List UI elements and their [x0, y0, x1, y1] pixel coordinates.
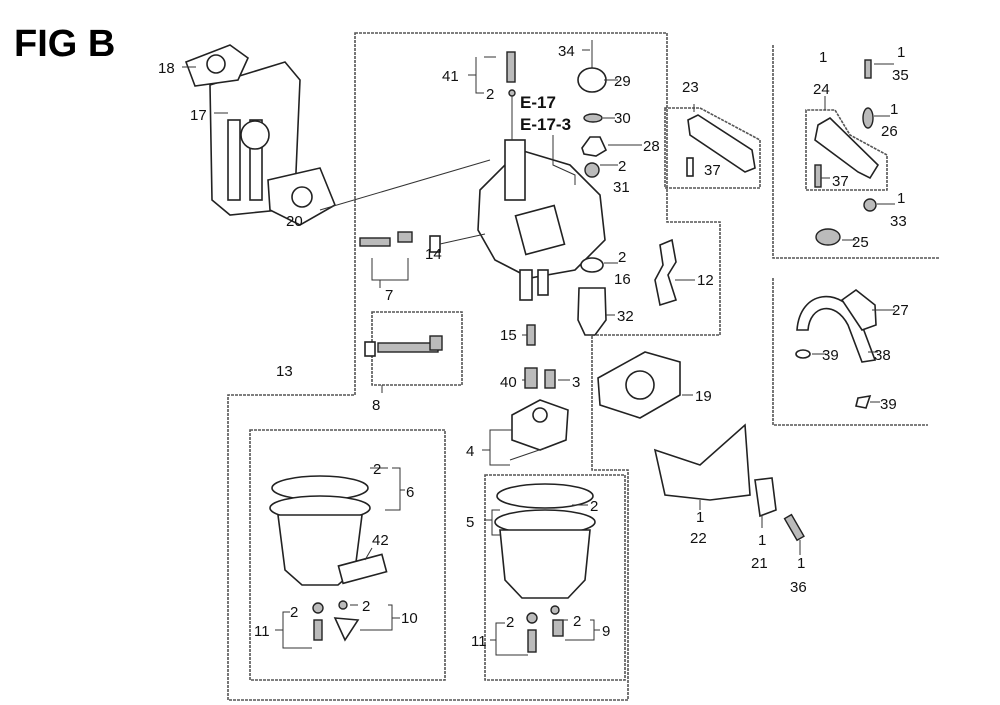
callout-label: 19 [695, 388, 712, 405]
breather-tube-parts [795, 288, 877, 409]
callout-label: 16 [614, 271, 631, 288]
choke-parts-29-34 [577, 40, 608, 178]
gasket-part-19 [597, 351, 681, 419]
callout-label: 12 [697, 272, 714, 289]
callout-label: 14 [425, 246, 442, 263]
screw-part-8 [364, 335, 443, 357]
callout-label: 23 [682, 79, 699, 96]
float-bowl-right [494, 483, 596, 653]
callout-label: 15 [500, 327, 517, 344]
callout-label: 8 [372, 397, 380, 414]
callouts: 18 17 20 41 2 34 29 30 28 2 31 23 37 14 … [158, 43, 909, 650]
float-bowl-left [269, 475, 388, 642]
callout-label: 30 [614, 110, 631, 127]
bracket-part-21 [754, 477, 805, 542]
gasket-part-18 [184, 44, 249, 87]
callout-label: 37 [704, 162, 721, 179]
callout-label: 40 [500, 374, 517, 391]
callout-label: 38 [874, 347, 891, 364]
callout-label: 11 [471, 633, 487, 650]
callout-label: 11 [254, 623, 270, 640]
gasket-part-20 [267, 159, 491, 226]
callout-label: 36 [790, 579, 807, 596]
callout-label: 2 [290, 604, 298, 621]
float-part-4 [509, 399, 569, 461]
callout-label: 2 [618, 158, 626, 175]
screw-box-8 [371, 311, 463, 386]
choke-lever-box [772, 45, 940, 259]
callout-label: 7 [385, 287, 393, 304]
callout-label: 1 [819, 49, 827, 66]
callout-label: 25 [852, 234, 869, 251]
screw-part-7 [359, 231, 413, 247]
callout-label: 33 [890, 213, 907, 230]
reference-label[interactable]: E-17 [520, 93, 556, 112]
callout-label: 27 [892, 302, 909, 319]
callout-label: 1 [797, 555, 805, 572]
callout-label: 39 [822, 347, 839, 364]
callout-label: 5 [466, 514, 474, 531]
choke-lever-parts [814, 59, 880, 246]
reference-label[interactable]: E-17-3 [520, 115, 571, 134]
callout-label: 9 [602, 623, 610, 640]
callout-label: 20 [286, 213, 303, 230]
callout-label: 37 [832, 173, 849, 190]
callout-label: 6 [406, 484, 414, 501]
callout-label: 1 [696, 509, 704, 526]
float-parts-16-32 [577, 257, 607, 336]
callout-label: 39 [880, 396, 897, 413]
carburetor-body [477, 139, 606, 301]
screw-part-41 [506, 51, 516, 140]
lever-box-24 [805, 109, 888, 191]
leader-lines [182, 49, 895, 656]
heat-shield-part-22 [653, 423, 751, 501]
callout-label: 2 [618, 249, 626, 266]
callout-label: 2 [506, 614, 514, 631]
callout-label: 42 [372, 532, 389, 549]
callout-label: 41 [442, 68, 459, 85]
callout-label: 26 [881, 123, 898, 140]
callout-label: 4 [466, 443, 474, 460]
callout-label: 2 [573, 613, 581, 630]
figure-title: FIG B [14, 23, 115, 65]
callout-label: 24 [813, 81, 830, 98]
callout-label: 17 [190, 107, 207, 124]
callout-label: 10 [401, 610, 418, 627]
callout-label: 3 [572, 374, 580, 391]
callout-label: 2 [590, 498, 598, 515]
float-part-12 [654, 238, 678, 307]
carburetor-group-outline [227, 32, 721, 701]
breather-tube-box [772, 278, 928, 426]
float-bowl-set-box-right [484, 474, 626, 681]
callout-label: 13 [276, 363, 293, 380]
callout-label: 18 [158, 60, 175, 77]
callout-label: 2 [373, 461, 381, 478]
lever-part-23 [686, 114, 756, 177]
callout-label: 2 [362, 598, 370, 615]
callout-label: 1 [758, 532, 766, 549]
callout-label: 35 [892, 67, 909, 84]
callout-label: 1 [897, 44, 905, 61]
callout-label: 34 [558, 43, 575, 60]
callout-label: 1 [890, 101, 898, 118]
callout-label: 29 [614, 73, 631, 90]
callout-label: 22 [690, 530, 707, 547]
callout-label: 21 [751, 555, 768, 572]
needle-parts-15-40-3 [524, 324, 556, 389]
float-bowl-set-box-left [249, 429, 446, 681]
callout-label: 28 [643, 138, 660, 155]
jet-part-14 [429, 233, 486, 253]
callout-label: 1 [897, 190, 905, 207]
callout-label: 32 [617, 308, 634, 325]
callout-label: 31 [613, 179, 630, 196]
callout-label: 2 [486, 86, 494, 103]
